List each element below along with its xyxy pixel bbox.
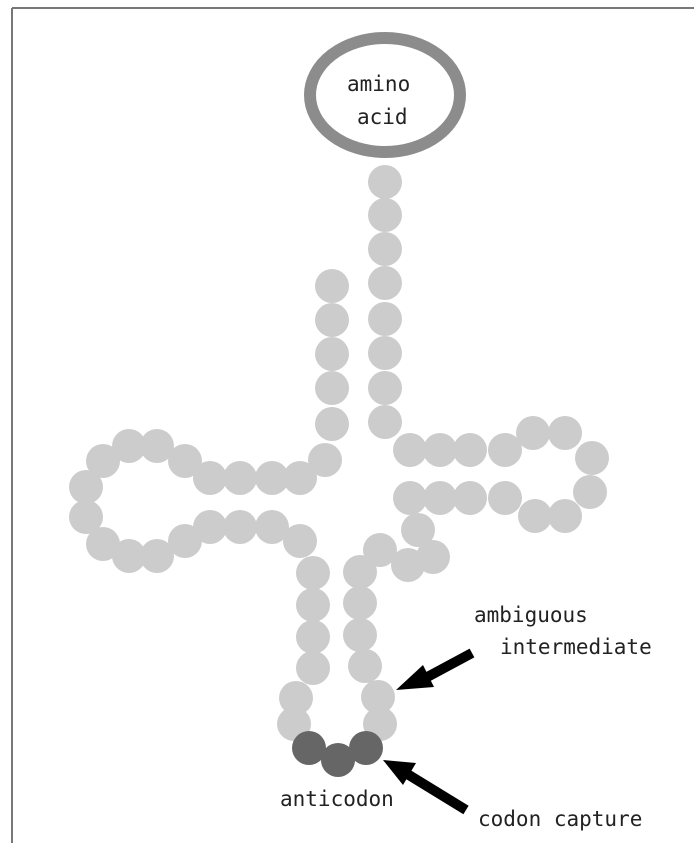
nucleotide xyxy=(69,500,103,534)
nucleotide xyxy=(223,510,257,544)
nucleotide xyxy=(393,481,427,515)
anticodon-nucleotide xyxy=(292,731,326,765)
nucleotide xyxy=(279,681,313,715)
nucleotide xyxy=(86,444,120,478)
ambiguous-intermediate-arrow xyxy=(396,648,475,690)
nucleotide xyxy=(168,444,202,478)
codon-capture-label: codon capture xyxy=(478,807,643,831)
nucleotide xyxy=(315,407,349,441)
nucleotide xyxy=(453,481,487,515)
nucleotide xyxy=(315,303,349,337)
nucleotide xyxy=(223,461,257,495)
nucleotide xyxy=(348,649,382,683)
nucleotide xyxy=(368,336,402,370)
nucleotide xyxy=(391,548,425,582)
amino-acid-label-line2: acid xyxy=(357,105,408,129)
nucleotide xyxy=(368,371,402,405)
anticodon-label: anticodon xyxy=(280,787,394,811)
nucleotide xyxy=(516,416,550,450)
nucleotide xyxy=(548,499,582,533)
amino-acid-ring xyxy=(304,32,466,158)
nucleotide xyxy=(368,302,402,336)
nucleotide-group xyxy=(69,165,609,741)
nucleotide xyxy=(193,510,227,544)
nucleotide xyxy=(423,433,457,467)
nucleotide xyxy=(283,524,317,558)
nucleotide xyxy=(368,405,402,439)
nucleotide xyxy=(315,337,349,371)
anticodon-group xyxy=(292,731,383,777)
nucleotide xyxy=(423,481,457,515)
nucleotide xyxy=(453,433,487,467)
nucleotide xyxy=(140,429,174,463)
codon-capture-arrow xyxy=(383,760,469,815)
nucleotide xyxy=(343,618,377,652)
nucleotide xyxy=(368,198,402,232)
amino-acid-label-line1: amino xyxy=(347,72,411,96)
anticodon-nucleotide xyxy=(321,743,355,777)
nucleotide xyxy=(140,539,174,573)
nucleotide xyxy=(283,461,317,495)
nucleotide xyxy=(573,475,607,509)
nucleotide xyxy=(401,513,435,547)
nucleotide xyxy=(296,556,330,590)
nucleotide xyxy=(343,586,377,620)
nucleotide xyxy=(363,533,397,567)
nucleotide xyxy=(361,680,395,714)
nucleotide xyxy=(518,499,552,533)
ambiguous-intermediate-label-line1: ambiguous xyxy=(474,603,588,627)
anticodon-nucleotide xyxy=(349,731,383,765)
nucleotide xyxy=(368,232,402,266)
nucleotide xyxy=(368,266,402,300)
nucleotide xyxy=(112,429,146,463)
nucleotide xyxy=(296,620,330,654)
nucleotide xyxy=(315,371,349,405)
nucleotide xyxy=(393,433,427,467)
nucleotide xyxy=(296,588,330,622)
nucleotide xyxy=(112,539,146,573)
nucleotide xyxy=(488,481,522,515)
nucleotide xyxy=(575,441,609,475)
nucleotide xyxy=(193,461,227,495)
nucleotide xyxy=(315,269,349,303)
nucleotide xyxy=(255,461,289,495)
nucleotide xyxy=(488,433,522,467)
nucleotide xyxy=(168,524,202,558)
nucleotide xyxy=(548,416,582,450)
nucleotide xyxy=(296,651,330,685)
nucleotide xyxy=(343,555,377,589)
nucleotide xyxy=(255,510,289,544)
nucleotide xyxy=(86,527,120,561)
nucleotide xyxy=(69,470,103,504)
ambiguous-intermediate-label-line2: intermediate xyxy=(500,635,652,659)
nucleotide xyxy=(308,443,342,477)
nucleotide xyxy=(368,165,402,199)
